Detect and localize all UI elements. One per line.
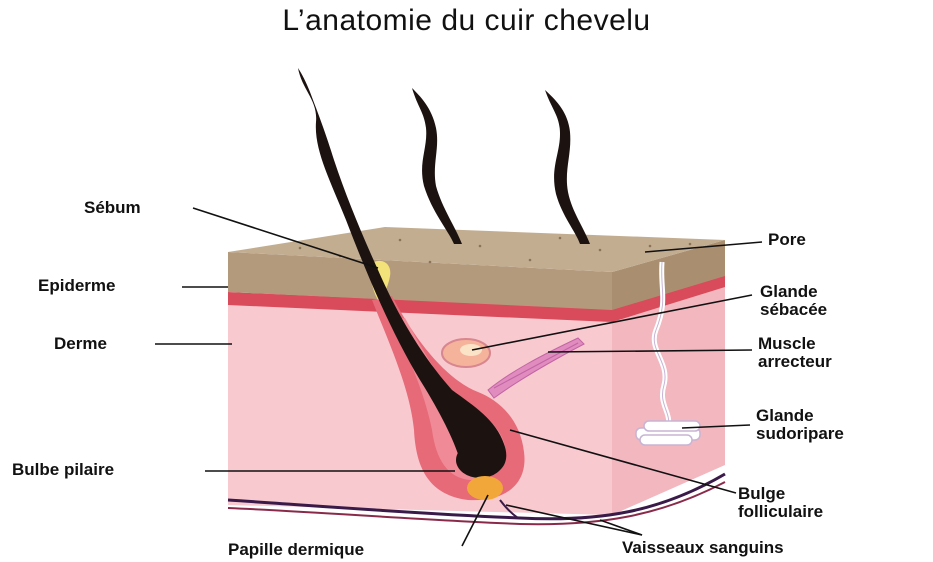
label-derme: Derme xyxy=(54,334,107,353)
hair-bulb xyxy=(456,442,504,478)
dermal-papilla xyxy=(467,476,503,500)
hair-3 xyxy=(545,90,590,244)
label-pore: Pore xyxy=(768,230,806,249)
label-glande-sudoripare-line2: sudoripare xyxy=(756,424,844,443)
label-glande-sudoripare-line1: Glande xyxy=(756,406,814,425)
label-vaisseaux-sanguins: Vaisseaux sanguins xyxy=(622,538,784,557)
label-muscle-arrecteur-line1: Muscle xyxy=(758,334,816,353)
label-bulge-line1: Bulge xyxy=(738,484,785,503)
label-glande-sebacee-line2: sébacée xyxy=(760,300,827,319)
sweat-gland xyxy=(636,421,700,445)
label-muscle-arrecteur-line2: arrecteur xyxy=(758,352,832,371)
label-sebum: Sébum xyxy=(84,198,141,217)
dermis-side-face xyxy=(612,282,725,515)
label-epiderme: Epiderme xyxy=(38,276,115,295)
label-glande-sebacee-line1: Glande xyxy=(760,282,818,301)
label-bulge-line2: folliculaire xyxy=(738,502,823,521)
label-bulbe-pilaire: Bulbe pilaire xyxy=(12,460,114,479)
hair-2 xyxy=(412,88,462,244)
label-papille-dermique: Papille dermique xyxy=(228,540,364,559)
